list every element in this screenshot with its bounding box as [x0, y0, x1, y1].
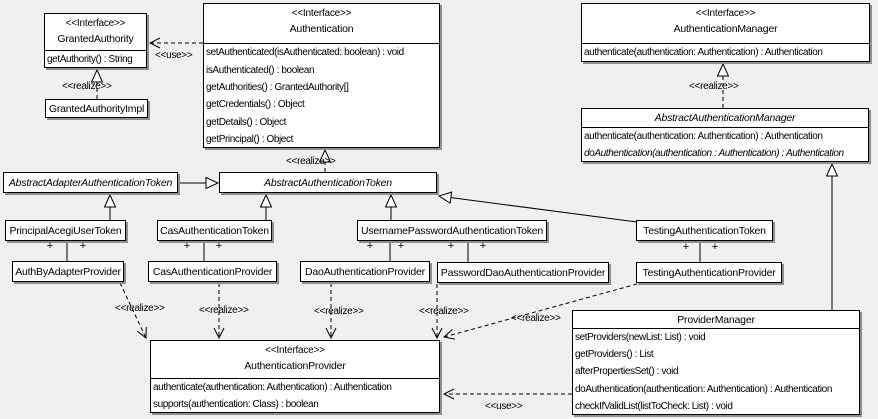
- compartment-divider: [45, 50, 146, 51]
- class-name: DaoAuthenticationProvider: [305, 265, 425, 278]
- method: checkIfValidList(listToCheck: List) : vo…: [575, 400, 733, 412]
- class-name: GrantedAuthorityImpl: [48, 102, 145, 115]
- class-auth-by-adapter-provider: AuthByAdapterProvider: [12, 261, 124, 282]
- class-name: AuthByAdapterProvider: [15, 265, 121, 278]
- method: getProviders() : List: [575, 349, 654, 361]
- class-name: AbstractAuthenticationToken: [264, 176, 392, 189]
- class-authentication: <<Interface>> Authentication setAuthenti…: [203, 3, 440, 148]
- realize-label: <<realize>>: [62, 81, 112, 92]
- class-abstract-authentication-token: AbstractAuthenticationToken: [219, 172, 437, 193]
- method: afterPropertiesSet() : void: [575, 366, 679, 378]
- use-label: <<use>>: [155, 50, 193, 61]
- class-name: AbstractAuthenticationManager: [654, 112, 796, 124]
- class-granted-authority: <<Interface>> GrantedAuthority getAuthor…: [44, 13, 147, 68]
- class-name: CasAuthenticationProvider: [152, 265, 273, 278]
- class-abstract-adapter-authentication-token: AbstractAdapterAuthenticationToken: [3, 172, 178, 193]
- realize-label: <<realize>>: [115, 303, 165, 314]
- compartment-divider: [151, 378, 439, 379]
- class-name: PasswordDaoAuthenticationProvider: [440, 266, 606, 279]
- realize-label: <<realize>>: [689, 81, 739, 92]
- method: authenticate(authentication: Authenticat…: [153, 382, 392, 393]
- assoc-plus: +: [711, 241, 719, 253]
- realize-label: <<realize>>: [314, 306, 364, 317]
- method: doAuthentication(authentication: Authent…: [575, 383, 832, 395]
- class-password-dao-authentication-provider: PasswordDaoAuthenticationProvider: [437, 262, 609, 283]
- class-name: TestingAuthenticationProvider: [642, 266, 776, 279]
- class-header: AbstractAuthenticationManager: [582, 109, 868, 127]
- class-name: AuthenticationProvider: [244, 360, 346, 372]
- class-header: <<Interface>> Authentication: [204, 4, 439, 43]
- method: doAuthentication(authentication : Authen…: [584, 147, 844, 159]
- class-testing-authentication-provider: TestingAuthenticationProvider: [636, 262, 782, 283]
- class-dao-authentication-provider: DaoAuthenticationProvider: [300, 261, 430, 282]
- class-name: ProviderManager: [677, 313, 755, 326]
- stereotype-label: <<Interface>>: [291, 8, 352, 19]
- assoc-plus: +: [215, 240, 223, 252]
- method: isAuthenticated() : boolean: [206, 64, 315, 76]
- method: setProviders(newList: List) : void: [575, 332, 706, 344]
- realize-label: <<realize>>: [419, 306, 469, 317]
- class-header: <<Interface>> GrantedAuthority: [45, 14, 146, 50]
- method: getCredentials() : Object: [206, 99, 305, 111]
- assoc-plus: +: [183, 240, 191, 252]
- class-name: GrantedAuthority: [57, 33, 134, 45]
- compartment-divider: [582, 43, 869, 44]
- realize-label: <<realize>>: [511, 313, 561, 324]
- realize-label: <<realize>>: [286, 156, 336, 167]
- method: getAuthority() : String: [47, 53, 133, 65]
- edge-gen-testing-token-to-abstract-token: [439, 196, 638, 223]
- class-username-password-authentication-token: UsernamePasswordAuthenticationToken: [357, 220, 547, 241]
- method: getPrincipal() : Object: [206, 134, 293, 146]
- class-authentication-provider: <<Interface>> AuthenticationProvider aut…: [150, 340, 440, 413]
- class-name: Authentication: [289, 23, 354, 35]
- class-authentication-manager: <<Interface>> AuthenticationManager auth…: [581, 3, 870, 62]
- class-name: TestingAuthenticationToken: [643, 224, 766, 237]
- stereotype-label: <<Interface>>: [65, 18, 126, 29]
- assoc-plus: +: [479, 240, 487, 252]
- method: getAuthorities() : GrantedAuthority[]: [206, 81, 349, 93]
- assoc-plus: +: [366, 240, 374, 252]
- method: setAuthenticated(isAuthenticated: boolea…: [206, 47, 404, 59]
- class-cas-authentication-token: CasAuthenticationToken: [157, 220, 272, 241]
- method: authenticate(authentication: Authenticat…: [584, 47, 823, 58]
- class-header: <<Interface>> AuthenticationProvider: [151, 341, 439, 378]
- assoc-plus: +: [682, 241, 690, 253]
- compartment-divider: [573, 328, 859, 329]
- method: supports(authentication: Class) : boolea…: [153, 399, 319, 410]
- stereotype-label: <<Interface>>: [265, 345, 325, 356]
- realize-label: <<realize>>: [199, 305, 249, 316]
- class-cas-authentication-provider: CasAuthenticationProvider: [148, 261, 277, 282]
- method: getDetails() : Object: [206, 116, 286, 128]
- assoc-plus: +: [46, 240, 54, 252]
- class-name: CasAuthenticationToken: [160, 224, 269, 237]
- class-name: AbstractAdapterAuthenticationToken: [8, 176, 173, 189]
- class-name: AuthenticationManager: [673, 23, 778, 35]
- class-name: PrincipalAcegiUserToken: [9, 224, 122, 237]
- assoc-plus: +: [79, 240, 87, 252]
- compartment-divider: [582, 127, 868, 128]
- class-header: ProviderManager: [573, 311, 859, 328]
- class-granted-authority-impl: GrantedAuthorityImpl: [45, 99, 148, 118]
- assoc-plus: +: [397, 240, 405, 252]
- class-provider-manager: ProviderManager setProviders(newList: Li…: [572, 310, 860, 415]
- class-name: UsernamePasswordAuthenticationToken: [360, 224, 544, 237]
- class-principal-acegi-user-token: PrincipalAcegiUserToken: [5, 220, 126, 241]
- use-label: <<use>>: [485, 401, 523, 412]
- method: authenticate(authentication: Authenticat…: [584, 130, 823, 142]
- stereotype-label: <<Interface>>: [695, 8, 756, 19]
- class-header: <<Interface>> AuthenticationManager: [582, 4, 869, 43]
- class-testing-authentication-token: TestingAuthenticationToken: [636, 220, 773, 241]
- class-abstract-authentication-manager: AbstractAuthenticationManager authentica…: [581, 108, 869, 162]
- assoc-plus: +: [447, 240, 455, 252]
- compartment-divider: [204, 43, 439, 44]
